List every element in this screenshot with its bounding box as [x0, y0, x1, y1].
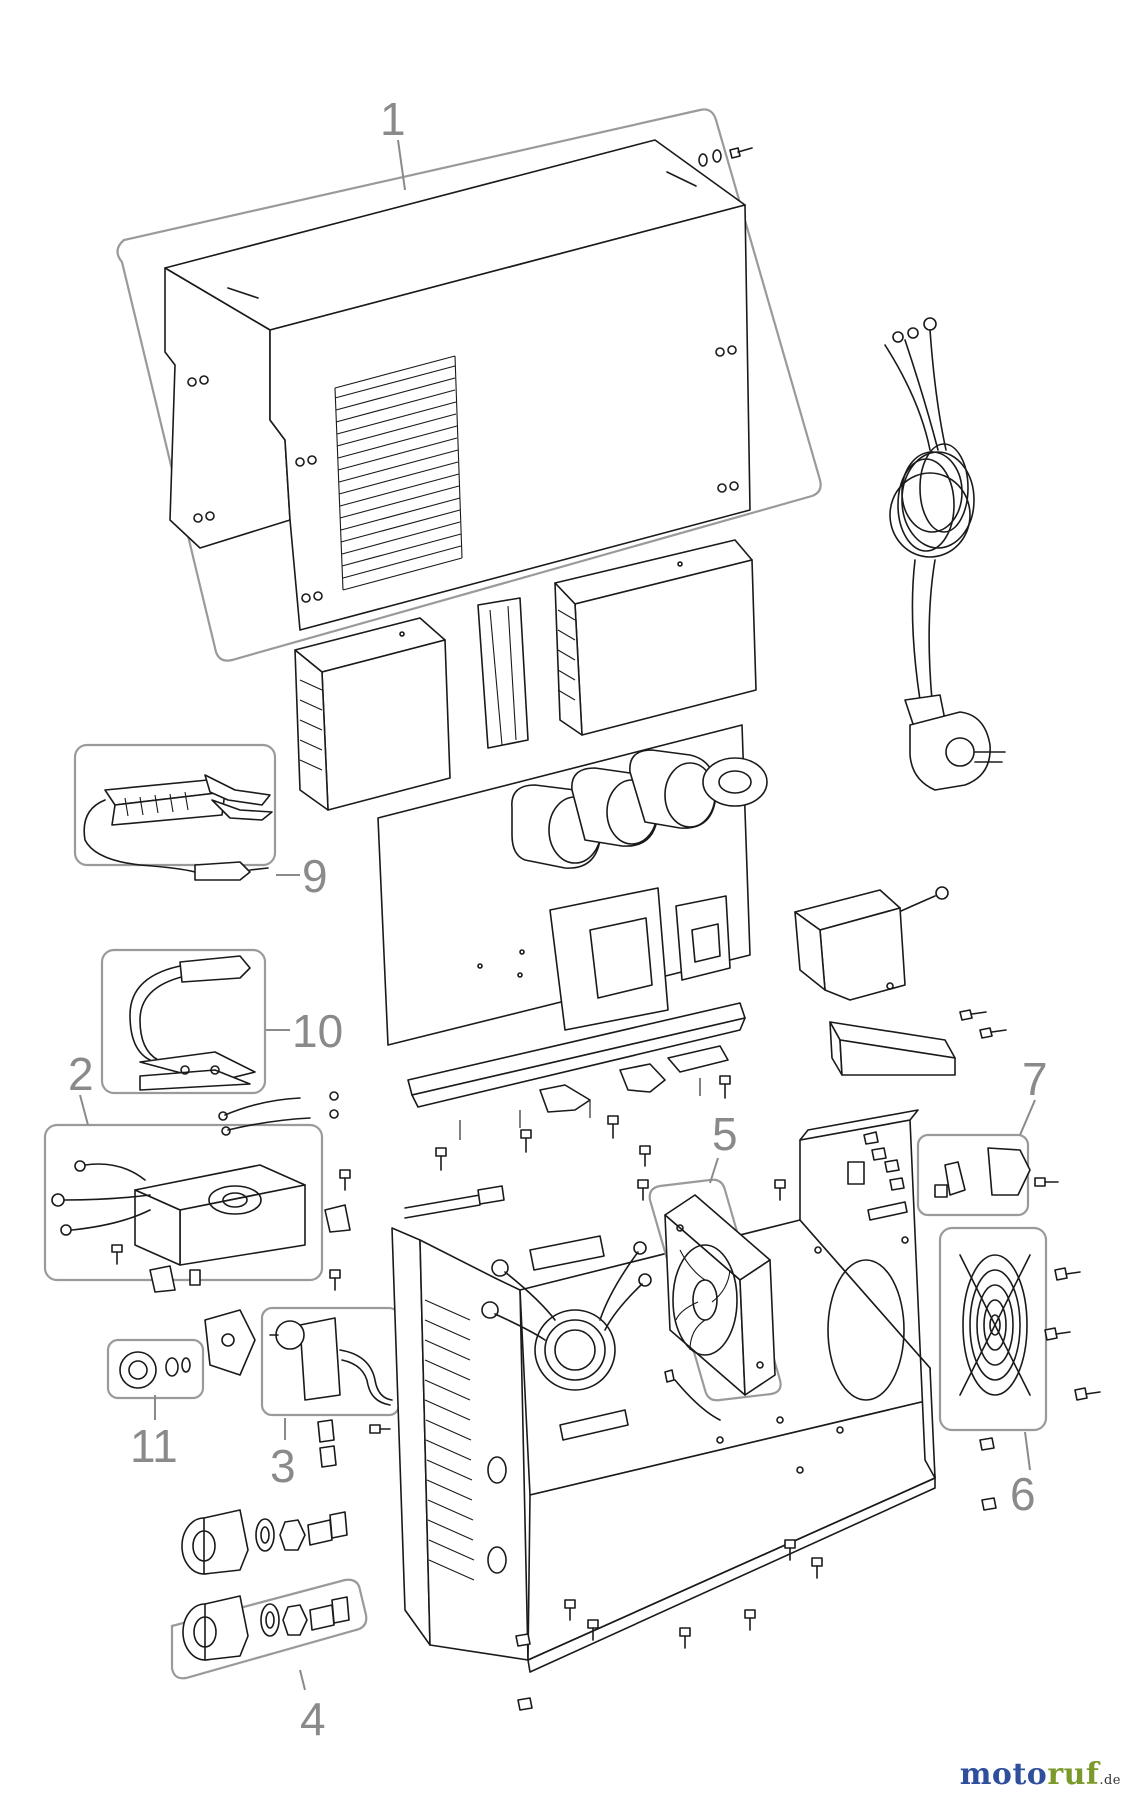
capacitors [511, 749, 768, 869]
callout-2: 2 [68, 1048, 94, 1100]
bushings [317, 1419, 391, 1468]
main-chassis [391, 1109, 936, 1673]
part-5-fan [648, 1178, 782, 1402]
part-2-switch-assembly [43, 1091, 339, 1293]
part-9-electrode-holder [73, 743, 277, 881]
front-panel-vents [424, 1299, 475, 1581]
heatsink-modules [294, 539, 757, 811]
part-6-fan-guard [938, 1226, 1101, 1511]
callout-7: 7 [1022, 1053, 1048, 1105]
watermark-part2: ruf [1047, 1757, 1100, 1792]
loose-screws-left [324, 1145, 786, 1291]
callout-6: 6 [1010, 1468, 1036, 1520]
watermark-logo: motoruf.de [960, 1757, 1121, 1792]
callout-numbers: 1 2 3 4 5 6 7 9 10 11 [68, 93, 1048, 1745]
callout-9: 9 [302, 850, 328, 902]
bottom-screws [515, 1539, 823, 1711]
watermark-part1: moto [959, 1757, 1048, 1792]
watermark-suffix: .de [1099, 1773, 1121, 1788]
power-cord-with-plug [884, 317, 1006, 791]
power-switch-assembly [794, 886, 1007, 1076]
part-10-earth-clamp [100, 948, 267, 1095]
part-4-output-sockets [170, 1509, 368, 1680]
callout-1: 1 [380, 93, 406, 145]
part-11-knob [106, 1338, 205, 1400]
cover-screw [698, 147, 753, 167]
vent-louvers [334, 355, 463, 591]
callout-3: 3 [270, 1440, 296, 1492]
main-pcb [377, 724, 768, 1171]
callout-4: 4 [300, 1693, 326, 1745]
leader-lines [79, 139, 1036, 1691]
part-1-housing-cover [116, 108, 822, 662]
callout-5: 5 [712, 1108, 738, 1160]
screw-stack [863, 1131, 905, 1191]
callout-11: 11 [130, 1420, 178, 1472]
part-3-potentiometer [204, 1306, 401, 1417]
part-7-cable-gland [916, 1133, 1059, 1217]
callout-10: 10 [292, 1005, 343, 1057]
cable-connector [404, 1185, 505, 1219]
